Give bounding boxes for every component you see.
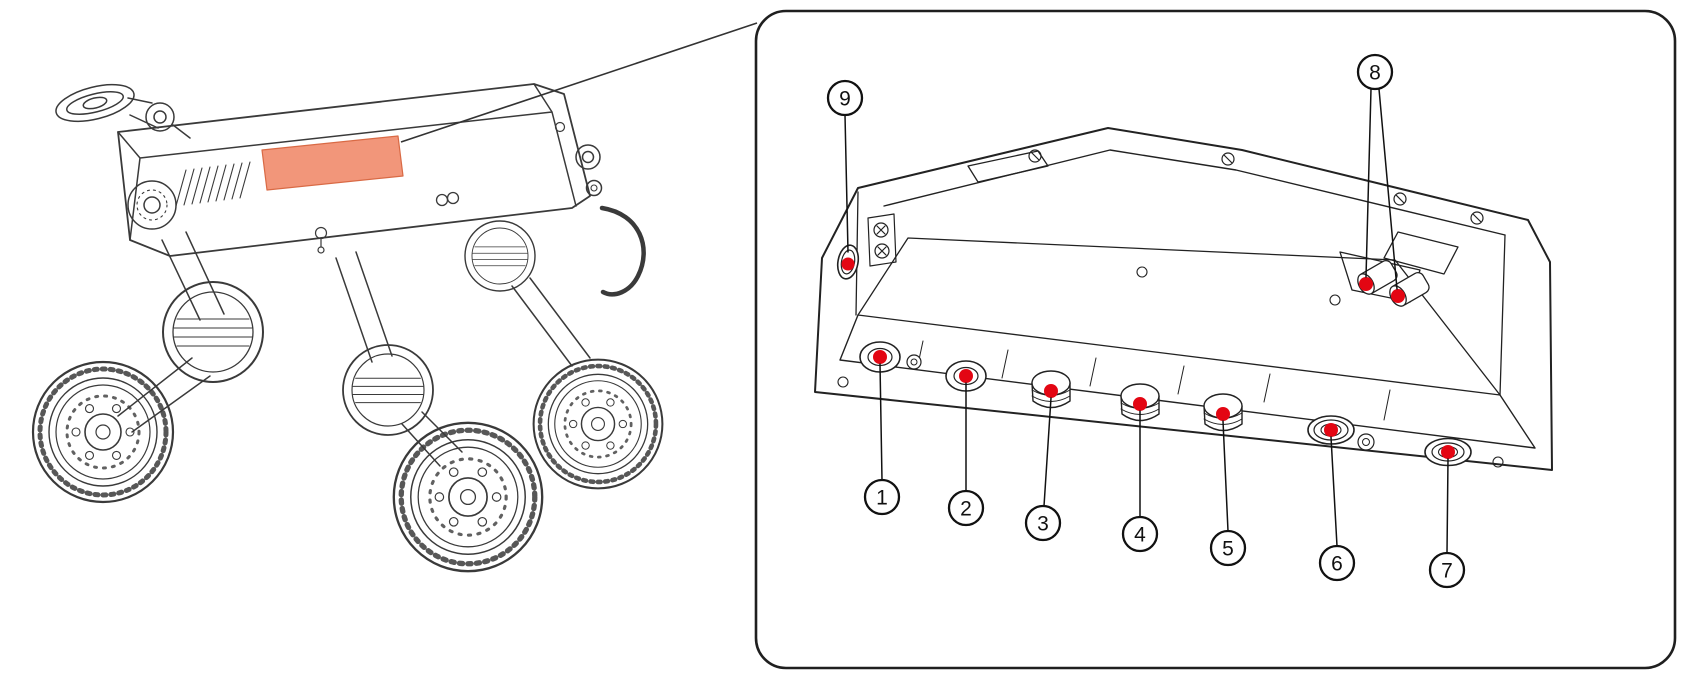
callout-1-label: 1 <box>876 487 888 510</box>
callout-3: 3 <box>1024 397 1062 542</box>
callout-4-label: 4 <box>1134 524 1146 547</box>
callout-7-label: 7 <box>1441 560 1453 583</box>
connector-marker-2 <box>959 369 973 383</box>
leader-line-8a <box>1365 88 1372 278</box>
highlighted-panel <box>261 135 404 191</box>
robot-illustration <box>33 83 662 571</box>
callout-connector-line <box>400 22 758 143</box>
connector-marker-5 <box>1216 407 1230 421</box>
leader-line-5 <box>1222 420 1229 532</box>
callout-2-label: 2 <box>960 498 972 521</box>
robot-leg-right <box>464 220 662 488</box>
callout-8-label: 8 <box>1369 62 1381 85</box>
connector-marker-8b <box>1391 289 1405 303</box>
callout-9: 9 <box>826 79 864 253</box>
connector-marker-1 <box>873 350 887 364</box>
callout-6-label: 6 <box>1331 553 1343 576</box>
callout-9-label: 9 <box>839 88 851 111</box>
callout-5: 5 <box>1209 420 1247 567</box>
robot-leg-front-left <box>335 251 542 571</box>
leader-line-1 <box>879 363 883 481</box>
left-wall-bracket <box>867 213 897 267</box>
callout-5-label: 5 <box>1222 538 1234 561</box>
callout-6: 6 <box>1318 436 1356 582</box>
callout-box <box>754 9 1677 670</box>
leader-line-3 <box>1043 397 1052 507</box>
connector-marker-6 <box>1324 423 1338 437</box>
connector-markers <box>841 257 1455 459</box>
callout-4: 4 <box>1121 410 1159 553</box>
callouts: 1 2 3 4 5 6 7 <box>826 53 1466 589</box>
robot-head-sensors <box>554 121 646 297</box>
connector-marker-3 <box>1044 384 1058 398</box>
robot-leg-rear-left <box>33 231 264 502</box>
connector-marker-4 <box>1133 397 1147 411</box>
callout-1: 1 <box>863 363 901 516</box>
robot-folded-wheel <box>55 83 191 139</box>
connector-marker-8a <box>1359 277 1373 291</box>
robot-body <box>117 83 591 257</box>
leader-line-6 <box>1330 436 1338 547</box>
callout-3-label: 3 <box>1037 513 1049 536</box>
callout-8: 8 <box>1356 53 1398 290</box>
leader-line-7 <box>1446 458 1449 554</box>
callout-7: 7 <box>1428 458 1466 589</box>
callout-2: 2 <box>947 382 985 527</box>
connector-marker-9 <box>841 257 855 271</box>
leader-line-8b <box>1378 88 1398 290</box>
panel-screws <box>1028 149 1484 225</box>
connector-marker-7 <box>1441 445 1455 459</box>
leader-line-9 <box>844 114 849 253</box>
